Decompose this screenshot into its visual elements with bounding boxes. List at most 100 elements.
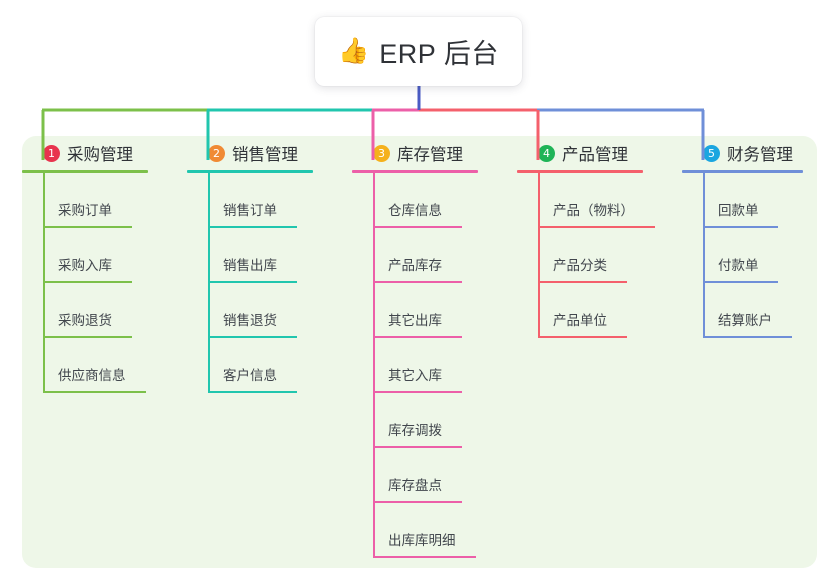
leaf-node[interactable]: 产品库存 xyxy=(352,228,478,283)
leaf-node-underline xyxy=(703,336,792,338)
leaf-node[interactable]: 结算账户 xyxy=(682,283,803,338)
leaf-node-label: 出库库明细 xyxy=(388,533,456,548)
branches-panel xyxy=(22,136,817,568)
leaf-node-underline xyxy=(208,226,297,228)
leaf-node-label: 仓库信息 xyxy=(388,203,442,218)
leaf-node-label: 其它出库 xyxy=(388,313,442,328)
branch-title-1: 采购管理 xyxy=(67,146,133,164)
branch-underline-4 xyxy=(517,170,643,173)
branch-badge-4: 4 xyxy=(538,144,555,162)
branch-stem-4 xyxy=(538,173,540,338)
leaf-node[interactable]: 其它出库 xyxy=(352,283,478,338)
leaf-node-underline xyxy=(538,281,627,283)
branch-header-4[interactable]: 4 产品管理 xyxy=(517,136,643,170)
branch-badge-2: 2 xyxy=(208,144,225,162)
leaf-node[interactable]: 采购退货 xyxy=(22,283,148,338)
leaf-node[interactable]: 库存盘点 xyxy=(352,448,478,503)
leaf-node-underline xyxy=(43,391,146,393)
leaf-node-label: 销售订单 xyxy=(223,203,277,218)
leaf-node-underline xyxy=(373,556,476,558)
thumbs-up-emoji: 👍 xyxy=(338,37,370,65)
leaf-node-label: 产品分类 xyxy=(553,258,607,273)
root-node-content: 👍 ERP 后台 xyxy=(338,32,499,71)
leaf-node-underline xyxy=(538,336,627,338)
leaf-node-underline xyxy=(703,226,778,228)
branch-items-3: 仓库信息产品库存其它出库其它入库库存调拨库存盘点出库库明细 xyxy=(352,173,478,558)
branch-stem-1 xyxy=(43,173,45,393)
leaf-node-underline xyxy=(373,336,462,338)
leaf-node-underline xyxy=(703,281,778,283)
root-node[interactable]: 👍 ERP 后台 xyxy=(315,17,522,86)
branch-underline-3 xyxy=(352,170,478,173)
leaf-node[interactable]: 库存调拨 xyxy=(352,393,478,448)
branch-header-1[interactable]: 1 采购管理 xyxy=(22,136,148,170)
branch-columns: 1 采购管理采购订单采购入库采购退货供应商信息 2 销售管理销售订单销售出库销售退货客… xyxy=(22,136,817,568)
branch-header-2[interactable]: 2 销售管理 xyxy=(187,136,313,170)
leaf-node[interactable]: 采购入库 xyxy=(22,228,148,283)
leaf-node-label: 供应商信息 xyxy=(58,368,126,383)
leaf-node[interactable]: 客户信息 xyxy=(187,338,313,393)
branch-underline-5 xyxy=(682,170,803,173)
leaf-node-underline xyxy=(208,391,297,393)
branch-underline-2 xyxy=(187,170,313,173)
branch-stem-2 xyxy=(208,173,210,393)
leaf-node-underline xyxy=(43,226,132,228)
branch-items-2: 销售订单销售出库销售退货客户信息 xyxy=(187,173,313,393)
branch-title-4: 产品管理 xyxy=(562,146,628,164)
branch-column-3: 3 库存管理仓库信息产品库存其它出库其它入库库存调拨库存盘点出库库明细 xyxy=(352,136,478,558)
leaf-node-label: 销售退货 xyxy=(223,313,277,328)
leaf-node-label: 库存盘点 xyxy=(388,478,442,493)
leaf-node-underline xyxy=(208,336,297,338)
branch-badge-1: 1 xyxy=(43,144,60,162)
branch-column-2: 2 销售管理销售订单销售出库销售退货客户信息 xyxy=(187,136,313,393)
branch-column-5: 5 财务管理回款单付款单结算账户 xyxy=(682,136,803,338)
leaf-node[interactable]: 仓库信息 xyxy=(352,173,478,228)
leaf-node-label: 产品（物料） xyxy=(553,203,634,218)
leaf-node-label: 销售出库 xyxy=(223,258,277,273)
leaf-node[interactable]: 销售订单 xyxy=(187,173,313,228)
branch-title-3: 库存管理 xyxy=(397,146,463,164)
leaf-node-underline xyxy=(43,281,132,283)
leaf-node[interactable]: 销售出库 xyxy=(187,228,313,283)
branch-stem-5 xyxy=(703,173,705,338)
leaf-node-label: 结算账户 xyxy=(718,313,772,328)
branch-column-4: 4 产品管理产品（物料） 产品分类产品单位 xyxy=(517,136,655,338)
branch-items-4: 产品（物料） 产品分类产品单位 xyxy=(517,173,655,338)
leaf-node[interactable]: 其它入库 xyxy=(352,338,478,393)
leaf-node-label: 采购入库 xyxy=(58,258,112,273)
branch-header-5[interactable]: 5 财务管理 xyxy=(682,136,803,170)
branch-stem-3 xyxy=(373,173,375,558)
leaf-node-underline xyxy=(373,501,462,503)
leaf-node-label: 其它入库 xyxy=(388,368,442,383)
leaf-node-underline xyxy=(43,336,132,338)
leaf-node-label: 产品单位 xyxy=(553,313,607,328)
leaf-node-underline xyxy=(373,281,462,283)
leaf-node-label: 客户信息 xyxy=(223,368,277,383)
leaf-node-label: 库存调拨 xyxy=(388,423,442,438)
branch-title-2: 销售管理 xyxy=(232,146,298,164)
branch-badge-5: 5 xyxy=(703,144,720,162)
leaf-node-underline xyxy=(208,281,297,283)
branch-badge-3: 3 xyxy=(373,144,390,162)
leaf-node-label: 产品库存 xyxy=(388,258,442,273)
leaf-node[interactable]: 销售退货 xyxy=(187,283,313,338)
leaf-node[interactable]: 出库库明细 xyxy=(352,503,478,558)
leaf-node[interactable]: 付款单 xyxy=(682,228,803,283)
leaf-node-underline xyxy=(373,391,462,393)
branch-underline-1 xyxy=(22,170,148,173)
branch-header-3[interactable]: 3 库存管理 xyxy=(352,136,478,170)
branch-items-5: 回款单付款单结算账户 xyxy=(682,173,803,338)
leaf-node[interactable]: 产品（物料） xyxy=(517,173,655,228)
leaf-node[interactable]: 产品单位 xyxy=(517,283,643,338)
leaf-node-label: 付款单 xyxy=(718,258,759,273)
root-node-label: ERP 后台 xyxy=(379,39,499,69)
leaf-node[interactable]: 回款单 xyxy=(682,173,803,228)
leaf-node-underline xyxy=(538,226,655,228)
leaf-node[interactable]: 产品分类 xyxy=(517,228,643,283)
branch-title-5: 财务管理 xyxy=(727,146,793,164)
leaf-node[interactable]: 供应商信息 xyxy=(22,338,148,393)
leaf-node[interactable]: 采购订单 xyxy=(22,173,148,228)
branch-column-1: 1 采购管理采购订单采购入库采购退货供应商信息 xyxy=(22,136,148,393)
leaf-node-label: 回款单 xyxy=(718,203,759,218)
